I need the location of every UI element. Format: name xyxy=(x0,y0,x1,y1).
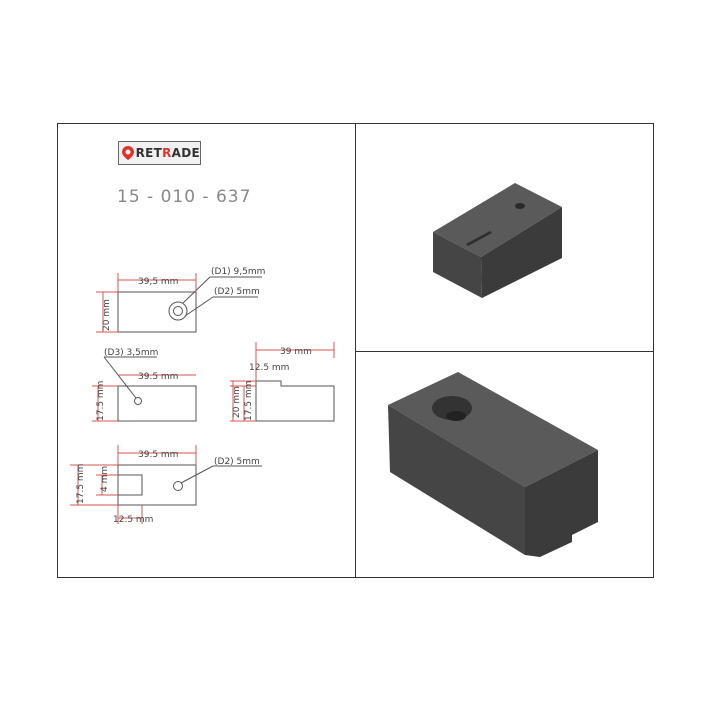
location-pin-icon xyxy=(122,146,134,160)
logo-text: RETRADE xyxy=(135,146,200,160)
hole-d1 xyxy=(168,301,188,321)
label-d1: (D1) 9,5mm xyxy=(211,267,265,277)
label-d2-bottom: (D2) 5mm xyxy=(214,457,260,467)
retrade-logo: RETRADE xyxy=(118,141,201,165)
hole-d2-bottom xyxy=(173,481,183,491)
dim-top-height: 20 mm xyxy=(102,299,112,331)
dim-top-width: 39,5 mm xyxy=(138,277,178,287)
front-view-outline xyxy=(117,385,197,422)
dim-side-width: 39 mm xyxy=(280,347,312,357)
model-render-top xyxy=(433,183,562,298)
dim-bottom-width: 39.5 mm xyxy=(138,450,178,460)
side-view-outline xyxy=(255,380,335,422)
hole-d2 xyxy=(173,306,183,316)
divider xyxy=(355,123,356,578)
bottom-view-outline xyxy=(117,464,197,506)
dim-side-height-total: 20 mm xyxy=(232,386,242,418)
dim-slot-height: 4 mm xyxy=(100,466,110,492)
label-d2: (D2) 5mm xyxy=(214,287,260,297)
part-number: 15 - 010 - 637 xyxy=(117,187,252,207)
hole-d3 xyxy=(134,397,142,405)
dimension-lines xyxy=(70,273,335,524)
dim-side-height-lower: 17.5 mm xyxy=(244,381,254,421)
dim-front-width: 39.5 mm xyxy=(138,372,178,382)
divider xyxy=(355,351,654,352)
slot xyxy=(117,474,143,496)
label-d3: (D3) 3,5mm xyxy=(104,348,158,358)
top-view-outline xyxy=(117,291,197,333)
dim-slot-width: 12.5 mm xyxy=(113,515,153,525)
dim-front-height: 17.5 mm xyxy=(96,381,106,421)
dim-bottom-height: 17.5 mm xyxy=(76,464,86,504)
dim-side-step: 12.5 mm xyxy=(249,363,289,373)
model-render-bottom xyxy=(388,372,598,557)
